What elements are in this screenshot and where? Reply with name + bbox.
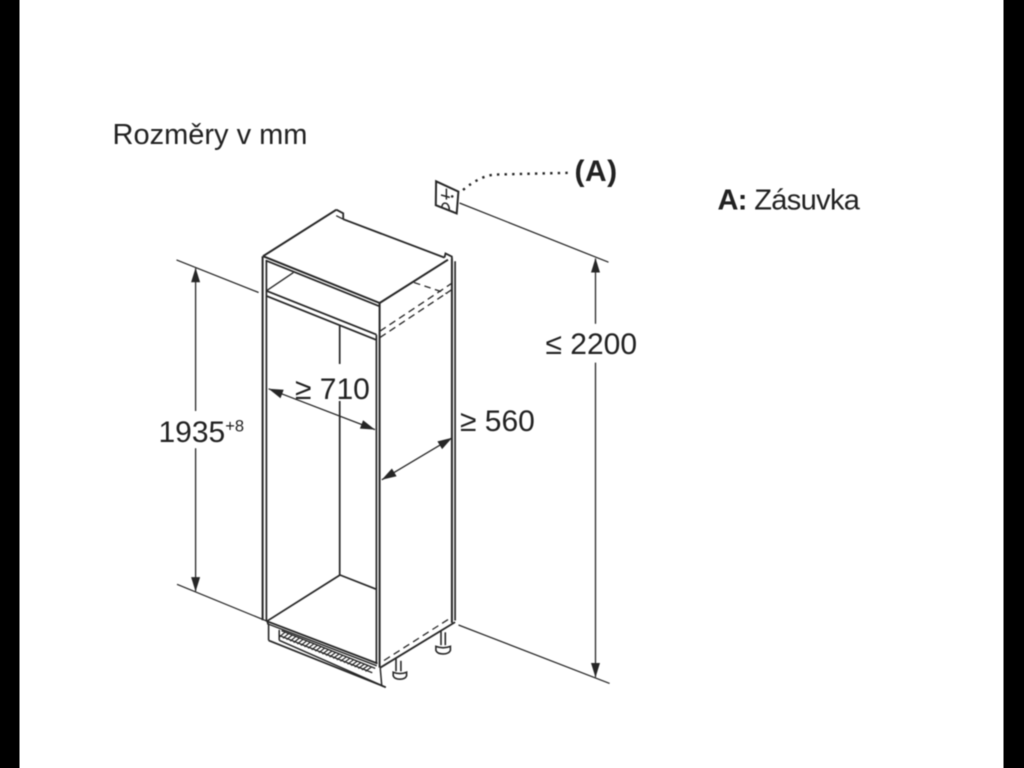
svg-text:≤ 2200: ≤ 2200 — [546, 328, 638, 361]
svg-text:(A): (A) — [575, 155, 618, 188]
svg-text:≥ 560: ≥ 560 — [460, 405, 535, 438]
svg-text:A: Zásuvka: A: Zásuvka — [718, 185, 861, 217]
svg-text:≥ 710: ≥ 710 — [295, 373, 370, 406]
svg-text:Rozměry v mm: Rozměry v mm — [113, 119, 308, 151]
